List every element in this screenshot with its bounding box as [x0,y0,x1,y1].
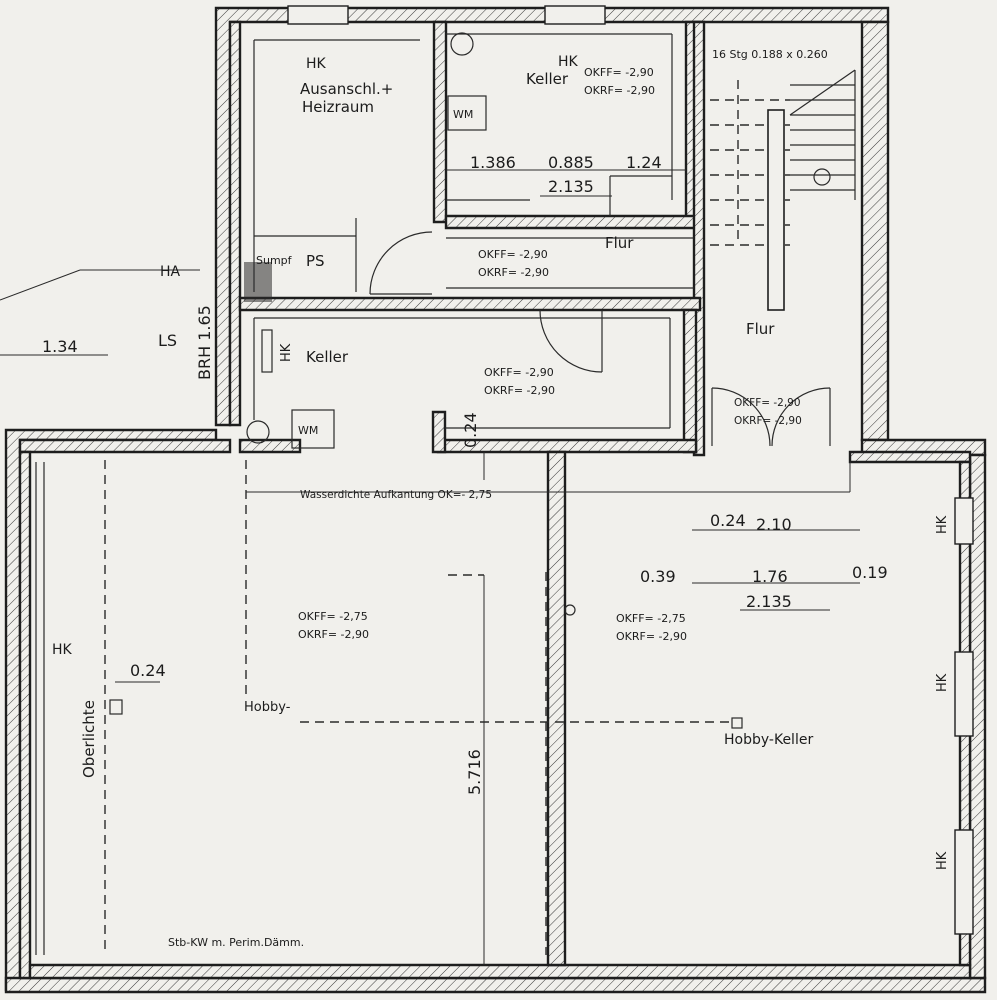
staircase [710,69,856,311]
flur-mid-name: Flur [605,234,634,252]
dim-2135-top: 2.135 [548,177,594,196]
door-swings [369,231,831,447]
dim-176: 1.76 [752,567,788,586]
dim-0885: 0.885 [548,153,594,172]
dim-019: 0.19 [852,563,888,582]
room-outlines [35,33,694,955]
keller-mid-wm: WM [298,424,318,437]
right-windows [954,497,974,935]
hobby-right-okff: OKFF= -2,75 [616,612,686,625]
plan-text: 16 Stg 0.188 x 0.260 HK Ausanschl.+ Heiz… [42,48,950,949]
keller-top-okff: OKFF= -2,90 [584,66,654,79]
dim-024-right: 0.24 [710,511,746,530]
heizraum-name-2: Heizraum [302,98,374,116]
heizraum-hk: HK [306,56,327,72]
oberlichte-label: Oberlichte [80,700,98,778]
ls-label: LS [158,331,177,350]
keller-mid-okff: OKFF= -2,90 [484,366,554,379]
hobby-right-hk-2: HK [935,673,950,692]
hobby-right-name: Hobby-Keller [724,732,813,748]
dim-024-mid: 0.24 [461,412,480,448]
dashed-lines [104,460,735,955]
ha-label: HA [160,264,181,280]
outer-walls [4,6,987,994]
dim-2135-right: 2.135 [746,592,792,611]
flur-right-okff: OKFF= -2,90 [734,397,801,409]
ps-label: PS [306,252,325,270]
dim-210: 2.10 [756,515,792,534]
aufkantung-label: Wasserdichte Aufkantung OK=- 2,75 [300,489,492,501]
fixtures [109,32,743,729]
flur-mid-okrf: OKRF= -2,90 [478,266,549,279]
keller-top-okrf: OKRF= -2,90 [584,84,655,97]
dimension-lines [0,169,860,965]
dim-024-left: 0.24 [130,661,166,680]
dim-1386: 1.386 [470,153,516,172]
flur-right-name: Flur [746,320,775,338]
hobby-right-hk-3: HK [935,851,950,870]
hobby-left-okrf: OKRF= -2,90 [298,628,369,641]
interior-walls [238,20,706,967]
dim-5716: 5.716 [465,749,484,795]
sumpf-label: Sumpf [256,254,293,267]
stair-label: 16 Stg 0.188 x 0.260 [712,48,828,61]
keller-mid-hk: HK [279,343,294,362]
top-windows [287,5,606,25]
hobby-left-name: Hobby- [244,700,291,715]
keller-top-hk: HK [558,54,579,70]
flur-right-okrf: OKRF= -2,90 [734,415,802,427]
dim-134: 1.34 [42,337,78,356]
dim-039: 0.39 [640,567,676,586]
keller-mid-name: Keller [306,348,349,366]
hobby-right-okrf: OKRF= -2,90 [616,630,687,643]
keller-top-wm: WM [453,108,473,121]
hobby-left-okff: OKFF= -2,75 [298,610,368,623]
hobby-right-hk-1: HK [935,515,950,534]
flur-mid-okff: OKFF= -2,90 [478,248,548,261]
keller-mid-okrf: OKRF= -2,90 [484,384,555,397]
dim-124: 1.24 [626,153,662,172]
heizraum-name-1: Ausanschl.+ [300,80,393,98]
hobby-left-hk: HK [52,642,73,658]
brh-label: BRH 1.65 [195,305,214,380]
stb-label: Stb-KW m. Perim.Dämm. [168,936,304,949]
keller-top-name: Keller [526,70,569,88]
